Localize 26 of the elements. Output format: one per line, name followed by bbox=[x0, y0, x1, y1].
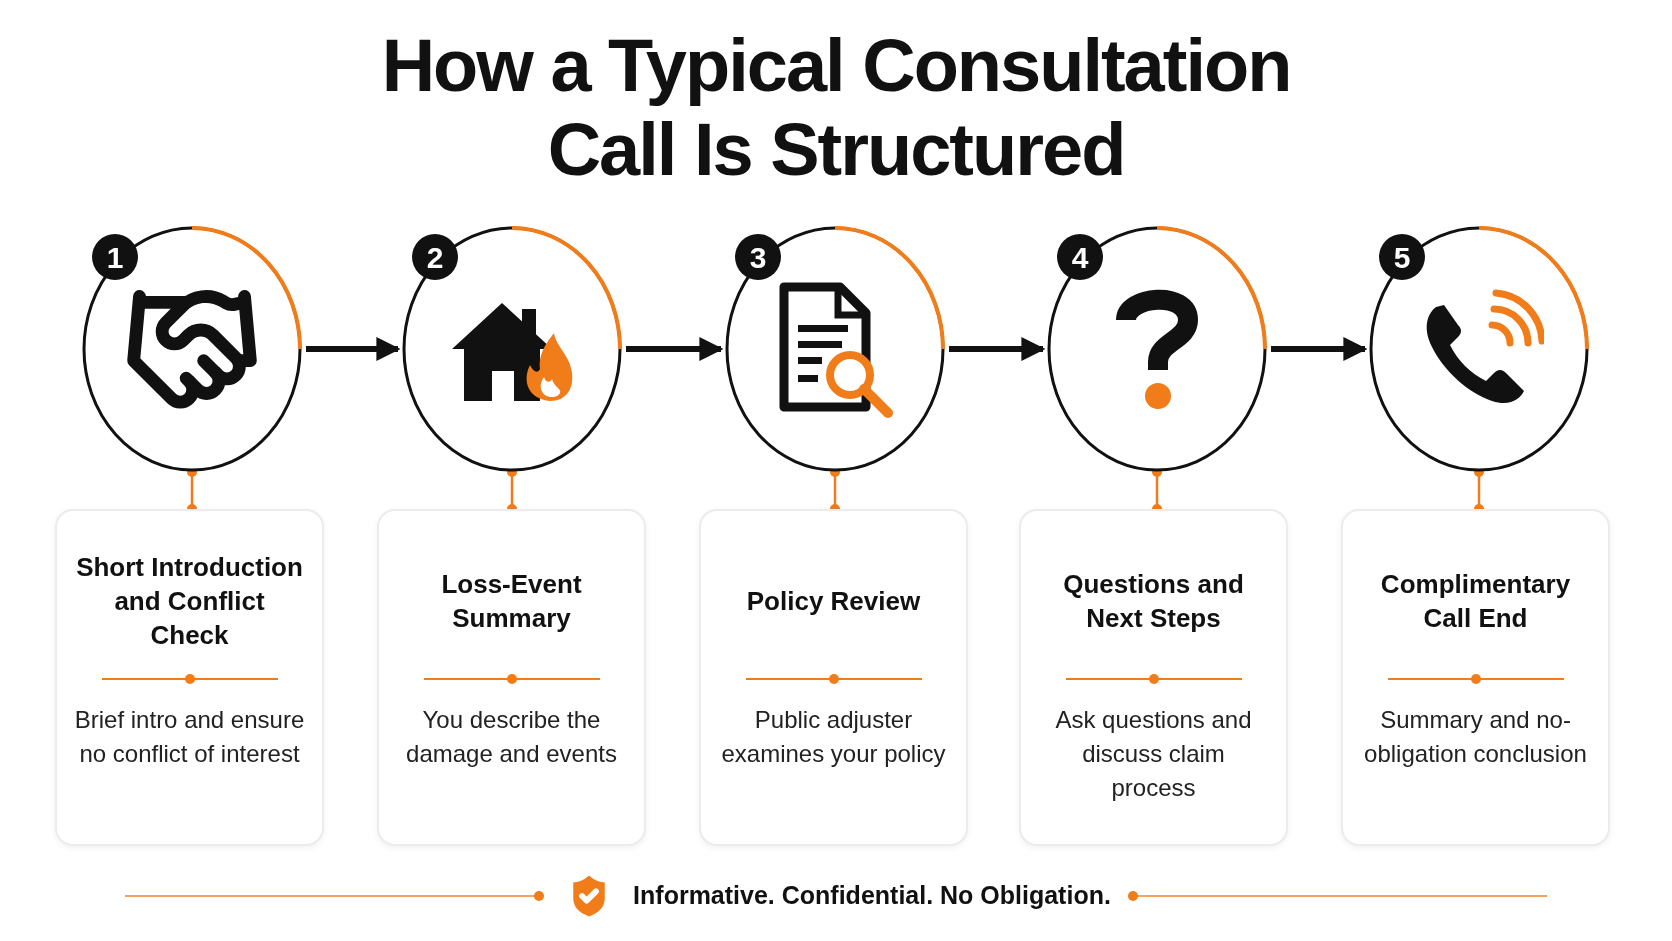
title: How a Typical Consultation Call Is Structured bbox=[380, 24, 1292, 192]
step-number-badge: 3 bbox=[735, 234, 781, 280]
step-description: Brief intro and ensure no conflict of interest bbox=[73, 705, 306, 769]
step-heading: Complimentary Call End bbox=[1379, 568, 1572, 635]
step-number-badge: 2 bbox=[412, 234, 458, 280]
arrow bbox=[626, 337, 724, 361]
arrow bbox=[1271, 337, 1368, 361]
step-card bbox=[699, 509, 968, 846]
footer-note: Informative. Confidential. No Obligation. bbox=[633, 880, 1111, 912]
step-heading: Loss-Event Summary bbox=[440, 568, 583, 635]
step-heading: Short Introduction and Conflict Check bbox=[75, 551, 304, 652]
step-card bbox=[377, 509, 646, 846]
step-heading: Policy Review bbox=[746, 585, 921, 618]
step-number-badge: 1 bbox=[92, 234, 138, 280]
step-heading: Questions and Next Steps bbox=[1062, 568, 1245, 635]
step-description: Public adjuster examines your policy bbox=[720, 705, 947, 769]
arrow bbox=[306, 337, 401, 361]
step-number-badge: 4 bbox=[1057, 234, 1103, 280]
step-card bbox=[55, 509, 324, 846]
step-description: You describe the damage and events bbox=[405, 705, 618, 769]
step-card bbox=[1341, 509, 1610, 846]
step-description: Ask questions and discuss claim process bbox=[1054, 705, 1253, 803]
arrow bbox=[949, 337, 1046, 361]
step-description: Summary and no-obligation conclusion bbox=[1363, 705, 1588, 769]
step-card bbox=[1019, 509, 1288, 846]
step-number-badge: 5 bbox=[1379, 234, 1425, 280]
